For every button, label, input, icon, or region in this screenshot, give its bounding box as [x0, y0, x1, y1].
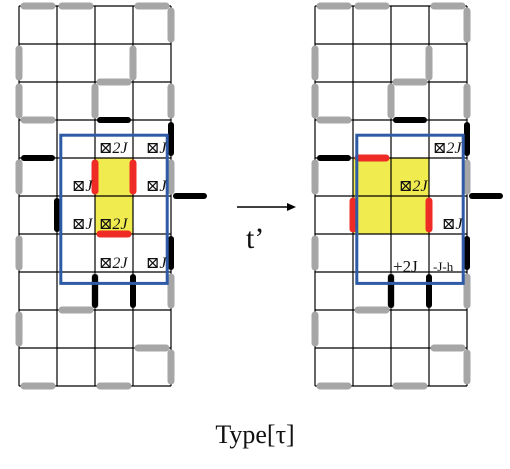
highlight-region: [95, 196, 133, 234]
right-lattice-panel: [311, 2, 503, 390]
transition-arrow: [237, 203, 296, 211]
plaquette-box: [355, 133, 465, 285]
figure-caption: Type[τ]: [215, 420, 295, 449]
label-right-bot-right: -J-h: [433, 259, 454, 274]
label-right-top-right: ⊠2J: [433, 140, 462, 157]
label-left-bot-center: ⊠2J: [99, 255, 128, 272]
label-left-mid-left: ⊠J: [72, 178, 93, 195]
label-left-bot-right: ⊠J: [146, 255, 167, 272]
label-right-bot-center: +2J: [393, 257, 418, 276]
label-right-low-right: ⊠J: [442, 216, 463, 233]
left-lattice-panel: [15, 2, 207, 390]
label-left-top-right: ⊠2J: [99, 140, 128, 157]
label-left-low-center: ⊠2J: [99, 216, 128, 233]
label-left-low-left: ⊠J: [72, 216, 93, 233]
label-left-top-far: ⊠J: [146, 140, 167, 157]
label-right-mid-center: ⊠2J: [399, 178, 428, 195]
label-left-mid-right: ⊠J: [146, 178, 167, 195]
plaquette-box: [59, 133, 169, 285]
arrow-label: t’: [246, 222, 264, 255]
